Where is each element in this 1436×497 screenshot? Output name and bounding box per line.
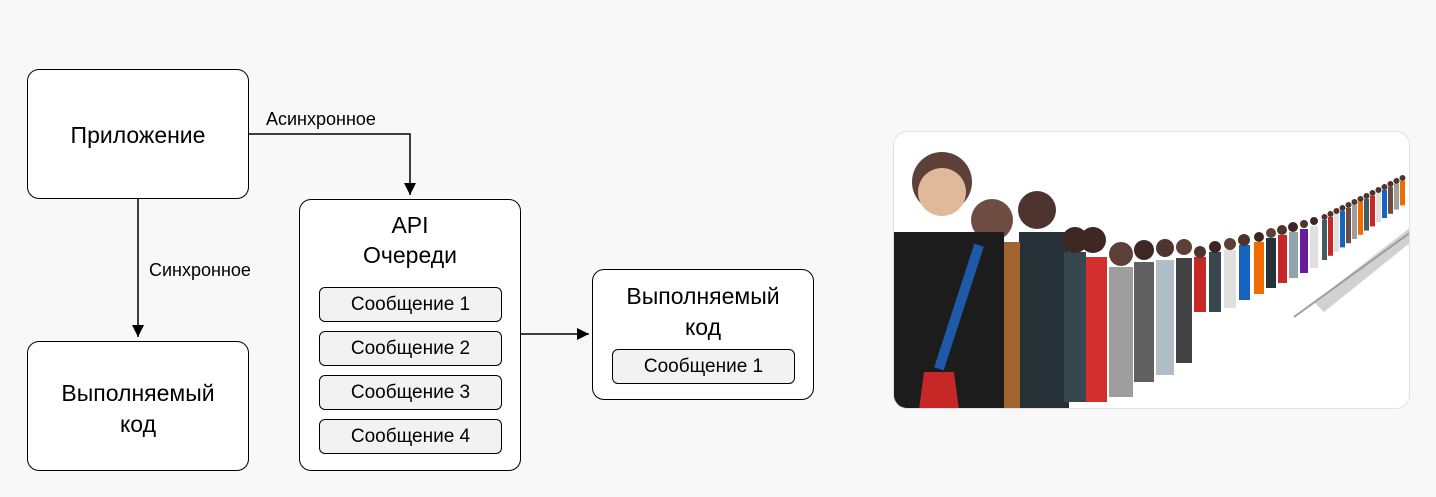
queue-message: Сообщение 3 [319, 375, 502, 410]
queue-node: API Очереди Сообщение 1 Сообщение 2 Сооб… [299, 199, 521, 471]
distant-person [1388, 187, 1393, 214]
distant-person [1328, 217, 1333, 256]
distant-person [1352, 205, 1357, 239]
distant-person-head [1393, 178, 1400, 184]
distant-person-head [1339, 205, 1346, 211]
exec-node-left-line2: код [119, 411, 157, 437]
distant-person-head [1363, 193, 1370, 199]
queue-message: Сообщение 4 [319, 419, 502, 454]
distant-person [1322, 220, 1327, 260]
distant-person-head [1327, 211, 1334, 217]
distant-person [1340, 211, 1345, 248]
distant-person-head [1333, 208, 1340, 214]
sync-edge-label: Синхронное [149, 260, 251, 280]
distant-person-head [1387, 181, 1394, 187]
exec-node-left-line1: Выполняемый [61, 380, 215, 406]
queue-node-line2: Очереди [362, 242, 457, 268]
distant-person [1358, 202, 1363, 235]
distant-person [1364, 199, 1369, 231]
queue-message: Сообщение 2 [319, 331, 502, 366]
distant-person-head [1399, 175, 1406, 181]
queue-message: Сообщение 1 [319, 287, 502, 322]
async-edge-label: Асинхронное [266, 109, 376, 129]
distant-person-head [1357, 196, 1364, 202]
distant-person [1376, 193, 1381, 223]
async-arrow [249, 133, 416, 195]
distant-person-head [1345, 202, 1352, 208]
exec-node-right: Выполняемый код Сообщение 1 [592, 269, 814, 400]
app-node: Приложение [27, 69, 249, 199]
distant-person-head [1351, 199, 1358, 205]
app-node-label: Приложение [70, 122, 206, 148]
exec-node-left: Выполняемый код [27, 341, 249, 471]
distant-person [1334, 214, 1339, 252]
distant-person [1400, 181, 1405, 206]
distant-person [1370, 196, 1375, 227]
distant-person [1382, 190, 1387, 218]
processed-message: Сообщение 1 [612, 349, 795, 384]
exec-node-right-line2: код [684, 314, 722, 340]
distant-person-head [1369, 190, 1376, 196]
distant-person-head [1375, 187, 1382, 193]
distant-person [1346, 208, 1351, 244]
distant-person [1394, 184, 1399, 210]
distant-person-head [1381, 184, 1388, 190]
distant-person-head [1321, 214, 1328, 220]
queue-node-line1: API [391, 212, 429, 238]
people-queue-photo [893, 131, 1410, 409]
exec-node-right-line1: Выполняемый [626, 283, 780, 309]
queue-illustration [894, 152, 1409, 408]
